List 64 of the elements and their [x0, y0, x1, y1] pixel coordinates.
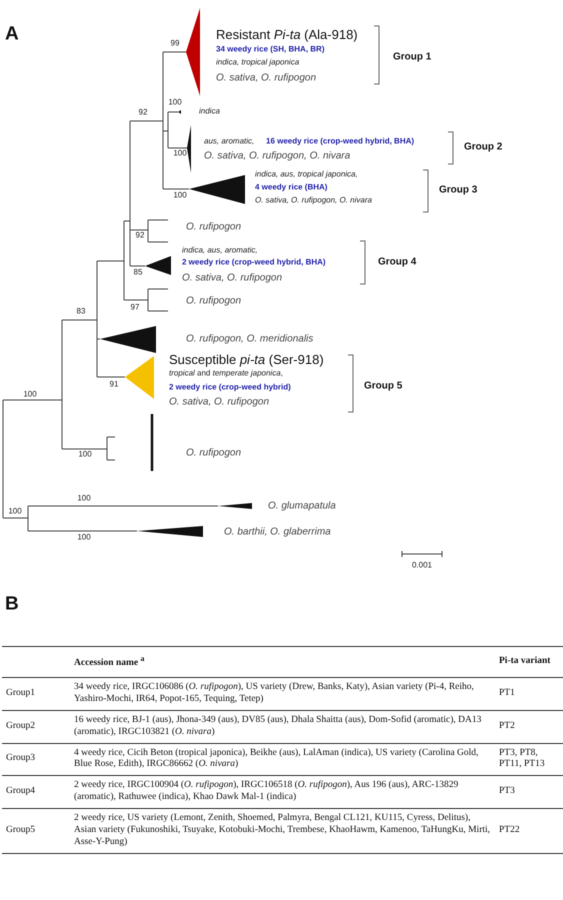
accession-list: 16 weedy rice, BJ-1 (aus), Jhona-349 (aus), DV85 (aus), Dhala Shaitta (aus), Dom-Sofid (aromatic), DA13 (aromatic), IRGC103821 (O. nivara): [70, 710, 495, 744]
bootstrap-value: 99: [170, 40, 180, 48]
bootstrap-value: 85: [134, 268, 142, 278]
weedy-rice-note: 2 weedy rice (crop-weed hybrid): [169, 384, 291, 392]
weedy-rice-note: 2 weedy rice (crop-weed hybrid, BHA): [182, 258, 326, 268]
species-name: O. rufipogon, O. meridionalis: [186, 334, 314, 344]
group-label: Group 2: [464, 142, 502, 152]
group-name: Group1: [2, 678, 70, 710]
group-name: Group5: [2, 808, 70, 854]
cultivar-note: aus, aromatic,: [204, 138, 254, 146]
bootstrap-value: 83: [76, 308, 86, 316]
column-header: Pi-ta variant: [495, 646, 563, 678]
cultivar-note: tropical and temperate japonica,: [169, 370, 283, 378]
bootstrap-value: 92: [136, 232, 144, 240]
bootstrap-value: 97: [130, 304, 140, 312]
bootstrap-value: 100: [173, 192, 187, 200]
cultivar-note: indica, aus, tropical japonica,: [255, 170, 358, 180]
bootstrap-value: 92: [138, 108, 148, 118]
variant-code: PT3, PT8, PT11, PT13: [495, 743, 563, 776]
cultivar-note: indica, aus, aromatic,: [182, 246, 258, 256]
cultivar-note: O. sativa, O. rufipogon, O. nivara: [255, 196, 372, 206]
bootstrap-value: 100: [78, 450, 92, 460]
cultivar-note: indica: [199, 108, 220, 116]
species-name: O. sativa, O. rufipogon: [182, 272, 282, 284]
bootstrap-value: 0.001: [412, 562, 432, 570]
weedy-rice-note: 34 weedy rice (SH, BHA, BR): [216, 46, 324, 54]
species-name: O. rufipogon: [186, 448, 242, 458]
variant-code: PT3: [495, 776, 563, 809]
variant-code: PT2: [495, 710, 563, 744]
species-name: O. sativa, O. rufipogon: [169, 396, 270, 408]
group-label: Group 3: [439, 184, 478, 196]
species-name: O. sativa, O. rufipogon, O. nivara: [204, 150, 350, 162]
species-name: O. rufipogon: [186, 296, 242, 306]
species-name: O. glumapatula: [268, 500, 336, 512]
bootstrap-value: 100: [173, 150, 187, 158]
species-name: O. barthii, O. glaberrima: [224, 526, 331, 538]
species-name: O. rufipogon: [186, 222, 242, 232]
weedy-rice-note: 16 weedy rice (crop-weed hybrid, BHA): [266, 138, 414, 146]
cultivar-note: indica, tropical japonica: [216, 58, 300, 68]
weedy-rice-note: 4 weedy rice (BHA): [255, 184, 328, 192]
bootstrap-value: 100: [77, 494, 91, 504]
variant-code: PT22: [495, 808, 563, 854]
bootstrap-value: 100: [77, 534, 91, 542]
variant-code: PT1: [495, 678, 563, 710]
accession-list: 34 weedy rice, IRGC106086 (O. rufipogon), US variety (Drew, Banks, Katy), Asian variety (Pi-4, Reiho, Yashiro-Mochi, IR64, Popot-165, Tequing, Tetep): [70, 678, 495, 710]
column-header: Accession name $^{a}$: [70, 646, 495, 678]
accession-list: 2 weedy rice, US variety (Lemont, Zenith, Shoemed, Palmyra, Bengal CL121, KU115, Cyress, Delitus), Asian variety (Fukunoshiki, Tsuyake, Kotobuki-Mochi, Trembese, KhaoHawm, Kamenoo, TaHungKu, Mirti, Asse-Y-Pung): [70, 808, 495, 854]
panel-letter: B: [5, 594, 19, 616]
clade-heading: Susceptible pi-ta (Ser-918): [169, 352, 324, 368]
bootstrap-value: 100: [23, 390, 37, 400]
group-name: Group3: [2, 743, 70, 776]
species-name: O. sativa, O. rufipogon: [216, 72, 316, 84]
group-name: Group2: [2, 710, 70, 744]
group-label: Group 5: [364, 380, 402, 392]
bootstrap-value: 100: [168, 98, 182, 108]
accession-list: 4 weedy rice, Cicih Beton (tropical japonica), Beikhe (aus), LalAman (indica), US variety (Carolina Gold, Blue Rose, Edith), IRGC86662 (O. nivara): [70, 743, 495, 776]
panel-letter: A: [5, 24, 19, 46]
clade-heading: Resistant Pi-ta (Ala-918): [216, 28, 358, 42]
bootstrap-value: 91: [110, 380, 118, 390]
group-name: Group4: [2, 776, 70, 809]
group-label: Group 1: [393, 52, 432, 62]
accession-list: 2 weedy rice, IRGC100904 (O. rufipogon), IRGC106518 (O. rufipogon), Aus 196 (aus), ARC-13829 (aromatic), Rathuwee (indica), Khao Dawk Mal-1 (indica): [70, 776, 495, 809]
bootstrap-value: 100: [8, 508, 22, 516]
group-label: Group 4: [378, 256, 416, 268]
